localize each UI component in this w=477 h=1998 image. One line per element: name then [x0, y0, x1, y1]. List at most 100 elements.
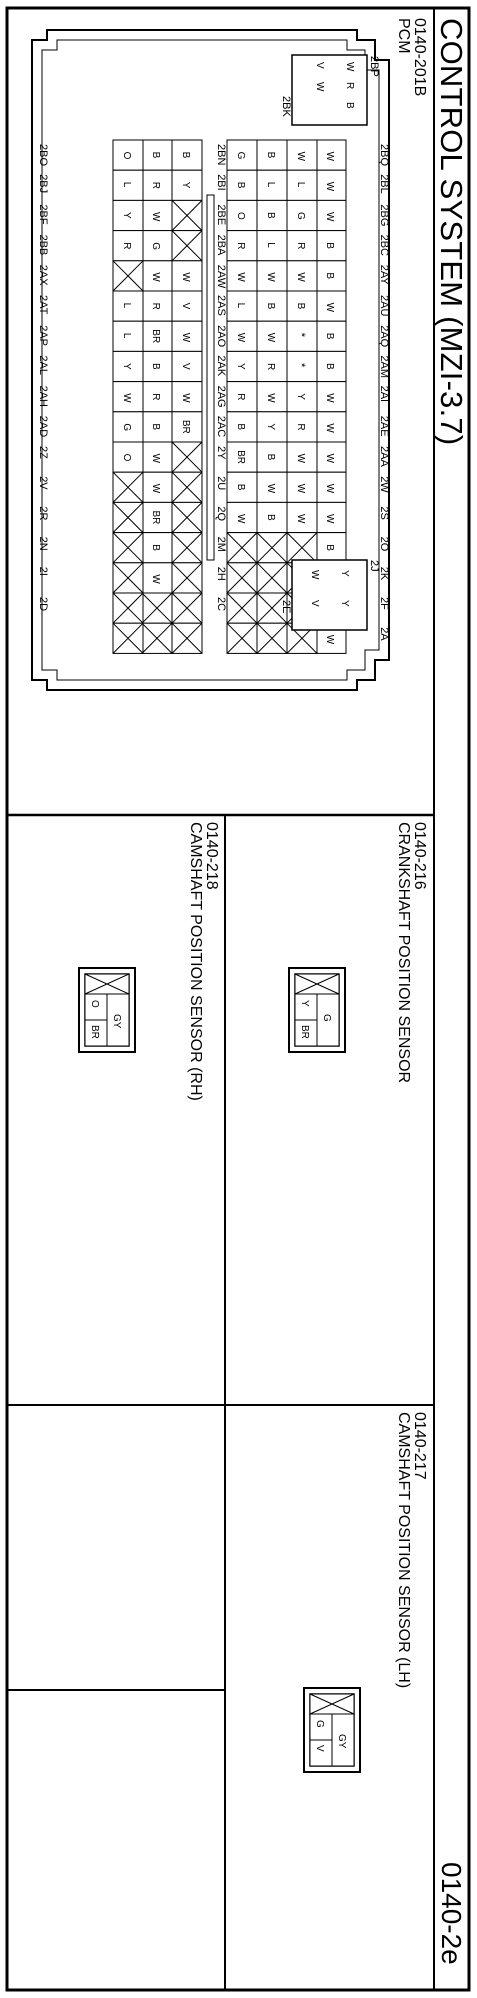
pin-label-aux-2: 2J — [368, 560, 380, 572]
pin-label-bottom-2: 2BF — [37, 204, 49, 224]
pcm-aux-upper-wire-3: V — [314, 62, 325, 69]
pcm-cell-empty-r5-11-x2 — [171, 471, 203, 503]
pcm-wire-r1-16: W — [324, 635, 335, 645]
pcm-cell-empty-r5-10-x2 — [171, 441, 203, 473]
pcm-wire-r2-9: R — [295, 423, 306, 430]
pcm-wire-r4-1: B — [235, 182, 246, 189]
pcm-cell-empty-r5-12-x2 — [171, 502, 203, 533]
pin-label-top-1: 2BL — [378, 174, 390, 194]
pcm-wire-r1-2: W — [324, 212, 335, 222]
pcm-cell-empty-r6-16-x2 — [141, 622, 173, 654]
pin-label-bottom-8: 2AH — [37, 386, 49, 407]
pcm-cell-empty-r3-15-x2 — [256, 592, 288, 624]
pcm-cell-empty-r3-16-x2 — [256, 622, 288, 654]
pcm-wire-r4-11: B — [235, 484, 246, 491]
pin-label-mid-upper-11: 2U — [215, 476, 227, 490]
crank-sensor-connector-cell-1 — [294, 993, 318, 1021]
pcm-wire-r6-0: B — [150, 152, 161, 159]
pcm-wire-r7-3: R — [121, 242, 132, 249]
pcm-wire-r3-11: W — [265, 484, 276, 494]
pin-label-mid-upper-10: 2Y — [215, 446, 227, 460]
pcm-wire-r6-1: R — [150, 182, 161, 189]
pcm-wire-r5-1: Y — [180, 182, 191, 189]
pcm-wire-r6-3: G — [150, 242, 161, 250]
pcm-wire-r4-5: L — [235, 303, 246, 309]
pcm-wire-r3-6: W — [265, 333, 276, 343]
pcm-wire-r7-8: W — [121, 393, 132, 403]
pcm-wire-r7-0: O — [121, 152, 132, 160]
pin-label-mid-upper-4: 2AW — [215, 265, 227, 289]
pcm-aux-lower-wire-3: V — [309, 600, 320, 607]
pcm-wire-r7-2: Y — [121, 212, 132, 219]
pcm-aux-upper-wire-1: R — [344, 82, 355, 89]
pin-label-mid-upper-0: 2BN — [215, 144, 227, 165]
pcm-cell-empty-r7-13-x2 — [112, 532, 144, 564]
pcm-wire-r6-9: B — [150, 423, 161, 430]
pcm-wire-r1-8: W — [324, 393, 335, 403]
pcm-wire-r1-9: W — [324, 423, 335, 433]
pcm-aux-lower-block — [291, 559, 368, 631]
pcm-key-bar — [206, 194, 215, 561]
pcm-wire-r4-3: R — [235, 242, 246, 249]
pcm-cell-empty-r2-13-x2 — [286, 532, 318, 564]
cam-lh-sensor-connector-outline — [303, 1687, 361, 1773]
pcm-wire-r4-6: W — [235, 333, 246, 343]
pcm-wire-r7-7: Y — [121, 363, 132, 370]
pin-label-top-12: 2S — [378, 506, 390, 519]
pcm-wire-r5-0: B — [180, 152, 191, 159]
pcm-housing-inner — [41, 39, 380, 681]
cam-lh-sensor-connector-wire-2: V — [314, 1745, 325, 1752]
pcm-wire-r7-6: L — [121, 333, 132, 339]
pcm-wire-r3-10: B — [265, 454, 276, 461]
pcm-wire-r6-2: W — [150, 212, 161, 222]
crank-sensor-connector-wire-2: BR — [299, 1025, 310, 1039]
pin-label-mid-upper-7: 2AK — [215, 355, 227, 376]
pcm-cell-empty-r6-15-x2 — [141, 592, 173, 624]
pcm-wire-r6-7: B — [150, 363, 161, 370]
pcm-wire-r1-10: W — [324, 454, 335, 464]
pin-label-bottom-6: 2AP — [37, 325, 49, 346]
pcm-aux-lower-wire-1: Y — [339, 600, 350, 607]
crank-sensor-connector-outline — [288, 967, 346, 1053]
crank-sensor-connector-cell-2 — [294, 1019, 318, 1047]
pcm-cell-empty-r4-13-x2 — [226, 532, 258, 564]
pin-label-top-4: 2AY — [378, 265, 390, 286]
pin-label-mid-upper-12: 2Q — [215, 506, 227, 521]
pcm-wire-r1-13: B — [324, 544, 335, 551]
crank-sensor-connector-wire-0: G — [321, 1014, 332, 1022]
pin-label-bottom-12: 2R — [37, 506, 49, 520]
crank-sensor-connector: G Y BR — [288, 967, 346, 1053]
pin-label-mid-upper-6: 2AO — [215, 325, 227, 347]
pcm-wire-r6-11: W — [150, 484, 161, 494]
pcm-cell-empty-r3-14-x2 — [256, 562, 288, 594]
cam-rh-sensor-connector-key-x2 — [84, 973, 130, 995]
pcm-wire-r3-2: B — [265, 212, 276, 219]
pcm-wire-r6-14: W — [150, 574, 161, 584]
pin-label-mid-upper-8: 2AG — [215, 386, 227, 408]
pcm-wire-r1-5: W — [324, 303, 335, 313]
pcm-wire-r6-8: R — [150, 393, 161, 400]
pcm-cell-empty-r7-4-x2 — [112, 260, 144, 292]
pcm-wire-r6-12: BR — [150, 511, 161, 525]
pcm-wire-r2-10: W — [295, 454, 306, 464]
pcm-wire-r6-6: BR — [150, 329, 161, 343]
pcm-cell-empty-r7-15-x2 — [112, 592, 144, 624]
pcm-wire-r5-9: BR — [180, 420, 191, 434]
pin-label-mid-upper-14: 2H — [215, 567, 227, 581]
pin-label-bottom-5: 2AT — [37, 295, 49, 315]
pin-label-bottom-0: 2BO — [37, 144, 49, 166]
crank-sensor-connector-wire-1: Y — [299, 1000, 310, 1007]
pin-label-mid-upper-13: 2M — [215, 537, 227, 552]
pcm-wire-r1-7: B — [324, 363, 335, 370]
pin-label-top-16: 2A — [378, 627, 390, 641]
pcm-wire-r1-6: B — [324, 333, 335, 340]
pcm-wire-r5-7: V — [180, 363, 191, 370]
pin-label-top-15: 2F — [378, 597, 390, 610]
pcm-wire-r3-9: Y — [265, 423, 276, 430]
pin-label-bottom-4: 2AX — [37, 265, 49, 286]
pin-label-aux-3: 2E — [280, 600, 292, 613]
pin-label-top-10: 2AA — [378, 446, 390, 467]
cam-lh-sensor-connector-cell-2 — [309, 1739, 333, 1767]
pcm-aux-upper-wire-2: B — [344, 102, 355, 109]
